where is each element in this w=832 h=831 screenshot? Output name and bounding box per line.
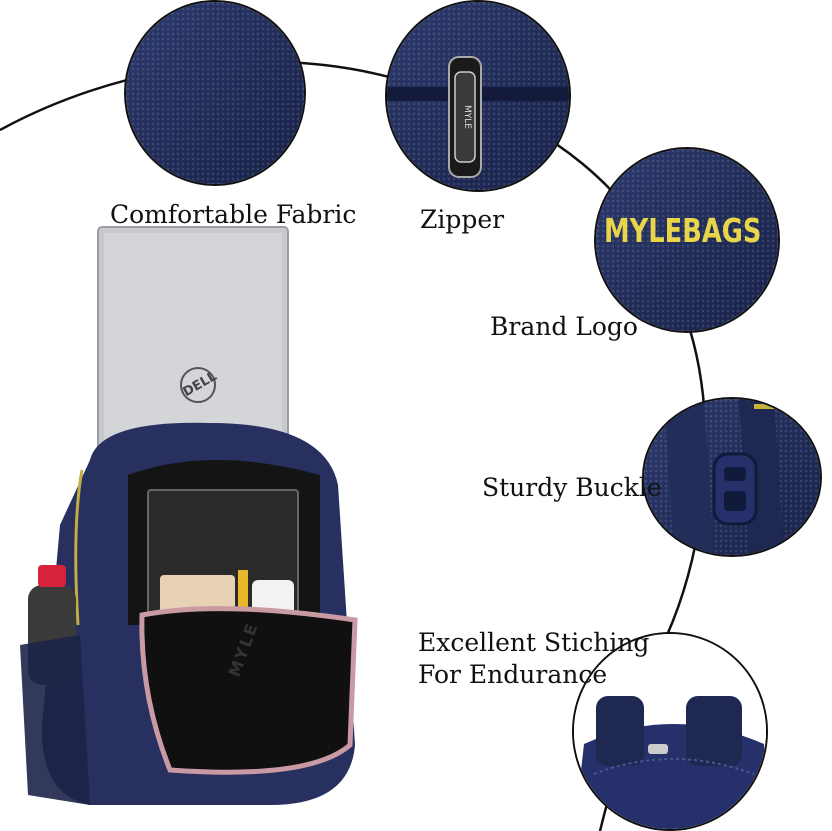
callout-buckle-label: Sturdy Buckle xyxy=(482,473,662,502)
brand-logo-text: MYLEBAGS xyxy=(604,211,762,250)
dell-logo-icon xyxy=(180,367,216,403)
shoulder-straps-icon xyxy=(574,634,766,829)
brand-logo-closeup-circle: MYLEBAGS xyxy=(594,147,780,333)
fabric-closeup-circle xyxy=(124,0,306,186)
buckle-icon xyxy=(664,399,784,555)
backpack-illustration xyxy=(20,226,358,805)
svg-text:MYLE: MYLE xyxy=(462,105,472,129)
callout-zipper-label: Zipper xyxy=(420,205,505,234)
zipper-pull-icon: MYLE xyxy=(387,56,569,178)
callout-brand-logo-label: Brand Logo xyxy=(490,312,638,341)
callout-fabric-label: Comfortable Fabric xyxy=(110,200,357,229)
stitching-closeup-circle xyxy=(572,632,768,831)
fabric-texture xyxy=(126,2,304,184)
callout-stitching-line2: For Endurance xyxy=(418,660,608,689)
callout-stitching-line1: Excellent Stiching xyxy=(418,628,650,657)
callout-stitching-label: Excellent Stiching For Endurance xyxy=(418,627,649,691)
buckle-closeup-circle xyxy=(642,397,822,557)
zipper-closeup-circle: MYLE xyxy=(385,0,571,192)
